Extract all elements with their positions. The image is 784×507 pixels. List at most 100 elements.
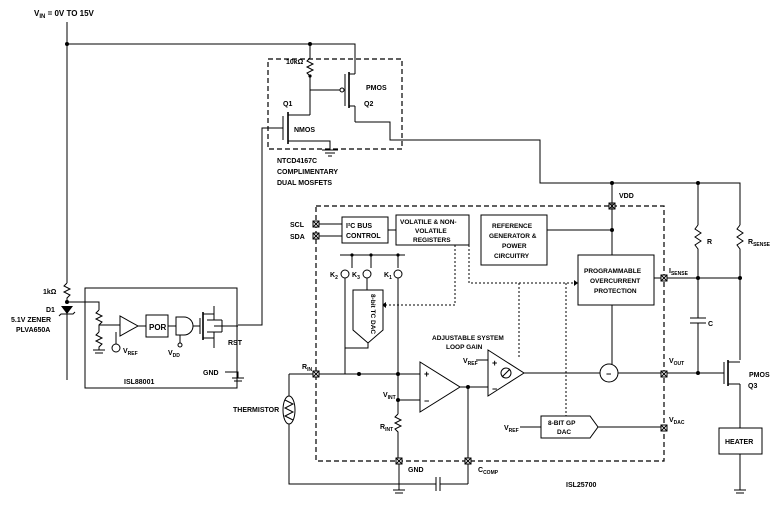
q3-label: Q3 [748, 383, 757, 390]
overcurrent-protection-block [577, 254, 655, 306]
zener-label-2: PLVA650A [16, 327, 50, 334]
k3-label: K3 [352, 272, 360, 281]
ref-label-1: REFERENCE [492, 223, 533, 230]
pmos-q3-label: PMOS [749, 372, 770, 379]
dual-mosfet-label-1: NTCD4167C [277, 158, 317, 165]
svg-text:VIN = 0V TO 15V: VIN = 0V TO 15V [34, 9, 95, 20]
d1-label: D1 [46, 307, 55, 314]
ccomp-label: CCOMP [478, 467, 499, 476]
gnd-ic-label: GND [408, 467, 424, 474]
input-opamp-icon [419, 361, 461, 413]
vref-isl-label: VREF [123, 348, 138, 357]
ccomp-capacitor-icon [435, 477, 468, 491]
ground-icon [232, 377, 244, 382]
current-source-k3-icon [362, 269, 372, 279]
gp-dac-label-1: 8-BIT GP [548, 420, 576, 427]
resistor-divider-top [94, 309, 104, 332]
isl88001-box [84, 287, 238, 389]
isl25700-package [315, 205, 665, 462]
current-source-k1-icon [393, 269, 403, 279]
dac-out-wire [345, 343, 369, 349]
vdd-pin-label: VDD [619, 193, 634, 200]
isl-gnd-wire [225, 371, 239, 378]
registers-label-3: REGISTERS [413, 237, 451, 244]
zener-label-1: 5.1V ZENER [11, 317, 51, 324]
q1-label: Q1 [283, 101, 292, 108]
comparator-icon [119, 315, 140, 337]
tc-dac-block [352, 289, 384, 344]
q1-gate-wire [238, 127, 283, 326]
resistor-1k [62, 282, 72, 302]
dual-mosfet-label-2: COMPLIMENTARY [277, 169, 338, 176]
c-label: C [708, 321, 713, 328]
pmos-q3-icon [723, 360, 741, 428]
loop-gain-label-2: LOOP GAIN [446, 344, 483, 351]
pmos-q2 [310, 58, 356, 122]
rin-label: RIN [302, 364, 312, 373]
k2-label: K2 [330, 272, 338, 281]
rst-label: RST [228, 340, 243, 347]
reference-generator-block [480, 214, 548, 266]
isl25700-label: ISL25700 [566, 482, 596, 489]
zener-to-isl88001-wire [67, 301, 100, 310]
vref-dac-label: VREF [504, 425, 519, 434]
vin-rail-wire [66, 22, 356, 58]
junction-dot [308, 74, 312, 78]
heater-label: HEATER [725, 439, 753, 446]
r-label: R [707, 239, 712, 246]
i2c-label-2: CONTROL [346, 233, 381, 240]
gp-dac-label-2: DAC [557, 429, 571, 436]
scl-label: SCL [290, 222, 305, 229]
vref-source-icon [111, 343, 121, 353]
and-gate-icon [175, 316, 194, 336]
ground-icon [322, 149, 338, 157]
isense-label: ISENSE [669, 268, 689, 277]
gnd-isl-label: GND [203, 370, 219, 377]
ground-icon [93, 349, 105, 354]
r10k-label: 10kΩ [286, 59, 304, 66]
current-source-k2-icon [340, 269, 350, 279]
registers-label-2: VOLATILE [415, 228, 447, 235]
opamp2-minus: − [492, 384, 497, 394]
summer-minus: − [606, 369, 611, 379]
nmos-q1 [282, 90, 311, 144]
output-mosfet-icon [199, 306, 238, 348]
i2c-label-1: I²C BUS [346, 223, 372, 230]
k1-label: K1 [384, 272, 392, 281]
register-bus-dotted [382, 245, 456, 306]
q1-source-gnd-wire [310, 140, 331, 150]
ground-icon [734, 489, 746, 494]
vint-label: VINT [383, 392, 396, 401]
r1k-label: 1kΩ [43, 289, 57, 296]
resistor-10k [305, 57, 315, 90]
prog-label-1: PROGRAMMABLE [584, 268, 642, 275]
opamp2-plus: + [492, 358, 497, 368]
ground-icon [393, 489, 405, 494]
thermistor-bottom-wire [288, 424, 435, 485]
dual-mosfet-package [267, 58, 403, 150]
register-bus-dotted [468, 245, 578, 284]
resistor-divider-bottom [94, 331, 104, 350]
registers-label-1: VOLATILE & NON- [400, 219, 457, 226]
rint-resistor [393, 413, 403, 458]
sda-label: SDA [290, 234, 305, 241]
vin-label: VIN = 0V TO 15V [34, 9, 95, 20]
gp-dac-block [540, 415, 599, 439]
resistor-r [694, 224, 702, 278]
resistor-rsense [736, 224, 744, 360]
tc-dac-label: 8-bit TC DAC [369, 294, 376, 334]
capacitor-c-icon [690, 317, 706, 324]
zener-diode-icon [58, 306, 76, 380]
rint-label: RINT [380, 424, 393, 433]
ref-label-2: GENERATOR & [489, 233, 537, 240]
ref-label-4: CIRCUITRY [494, 253, 530, 260]
thermistor-label: THERMISTOR [233, 407, 279, 414]
i2c-bus-control-block [341, 216, 389, 244]
ref-label-3: POWER [502, 243, 527, 250]
vdac-label: VDAC [669, 417, 685, 426]
nmos-label: NMOS [294, 127, 315, 134]
pmos-q2-label: PMOS [366, 85, 387, 92]
q2-label: Q2 [364, 101, 373, 108]
vref-amp-label: VREF [463, 358, 478, 367]
